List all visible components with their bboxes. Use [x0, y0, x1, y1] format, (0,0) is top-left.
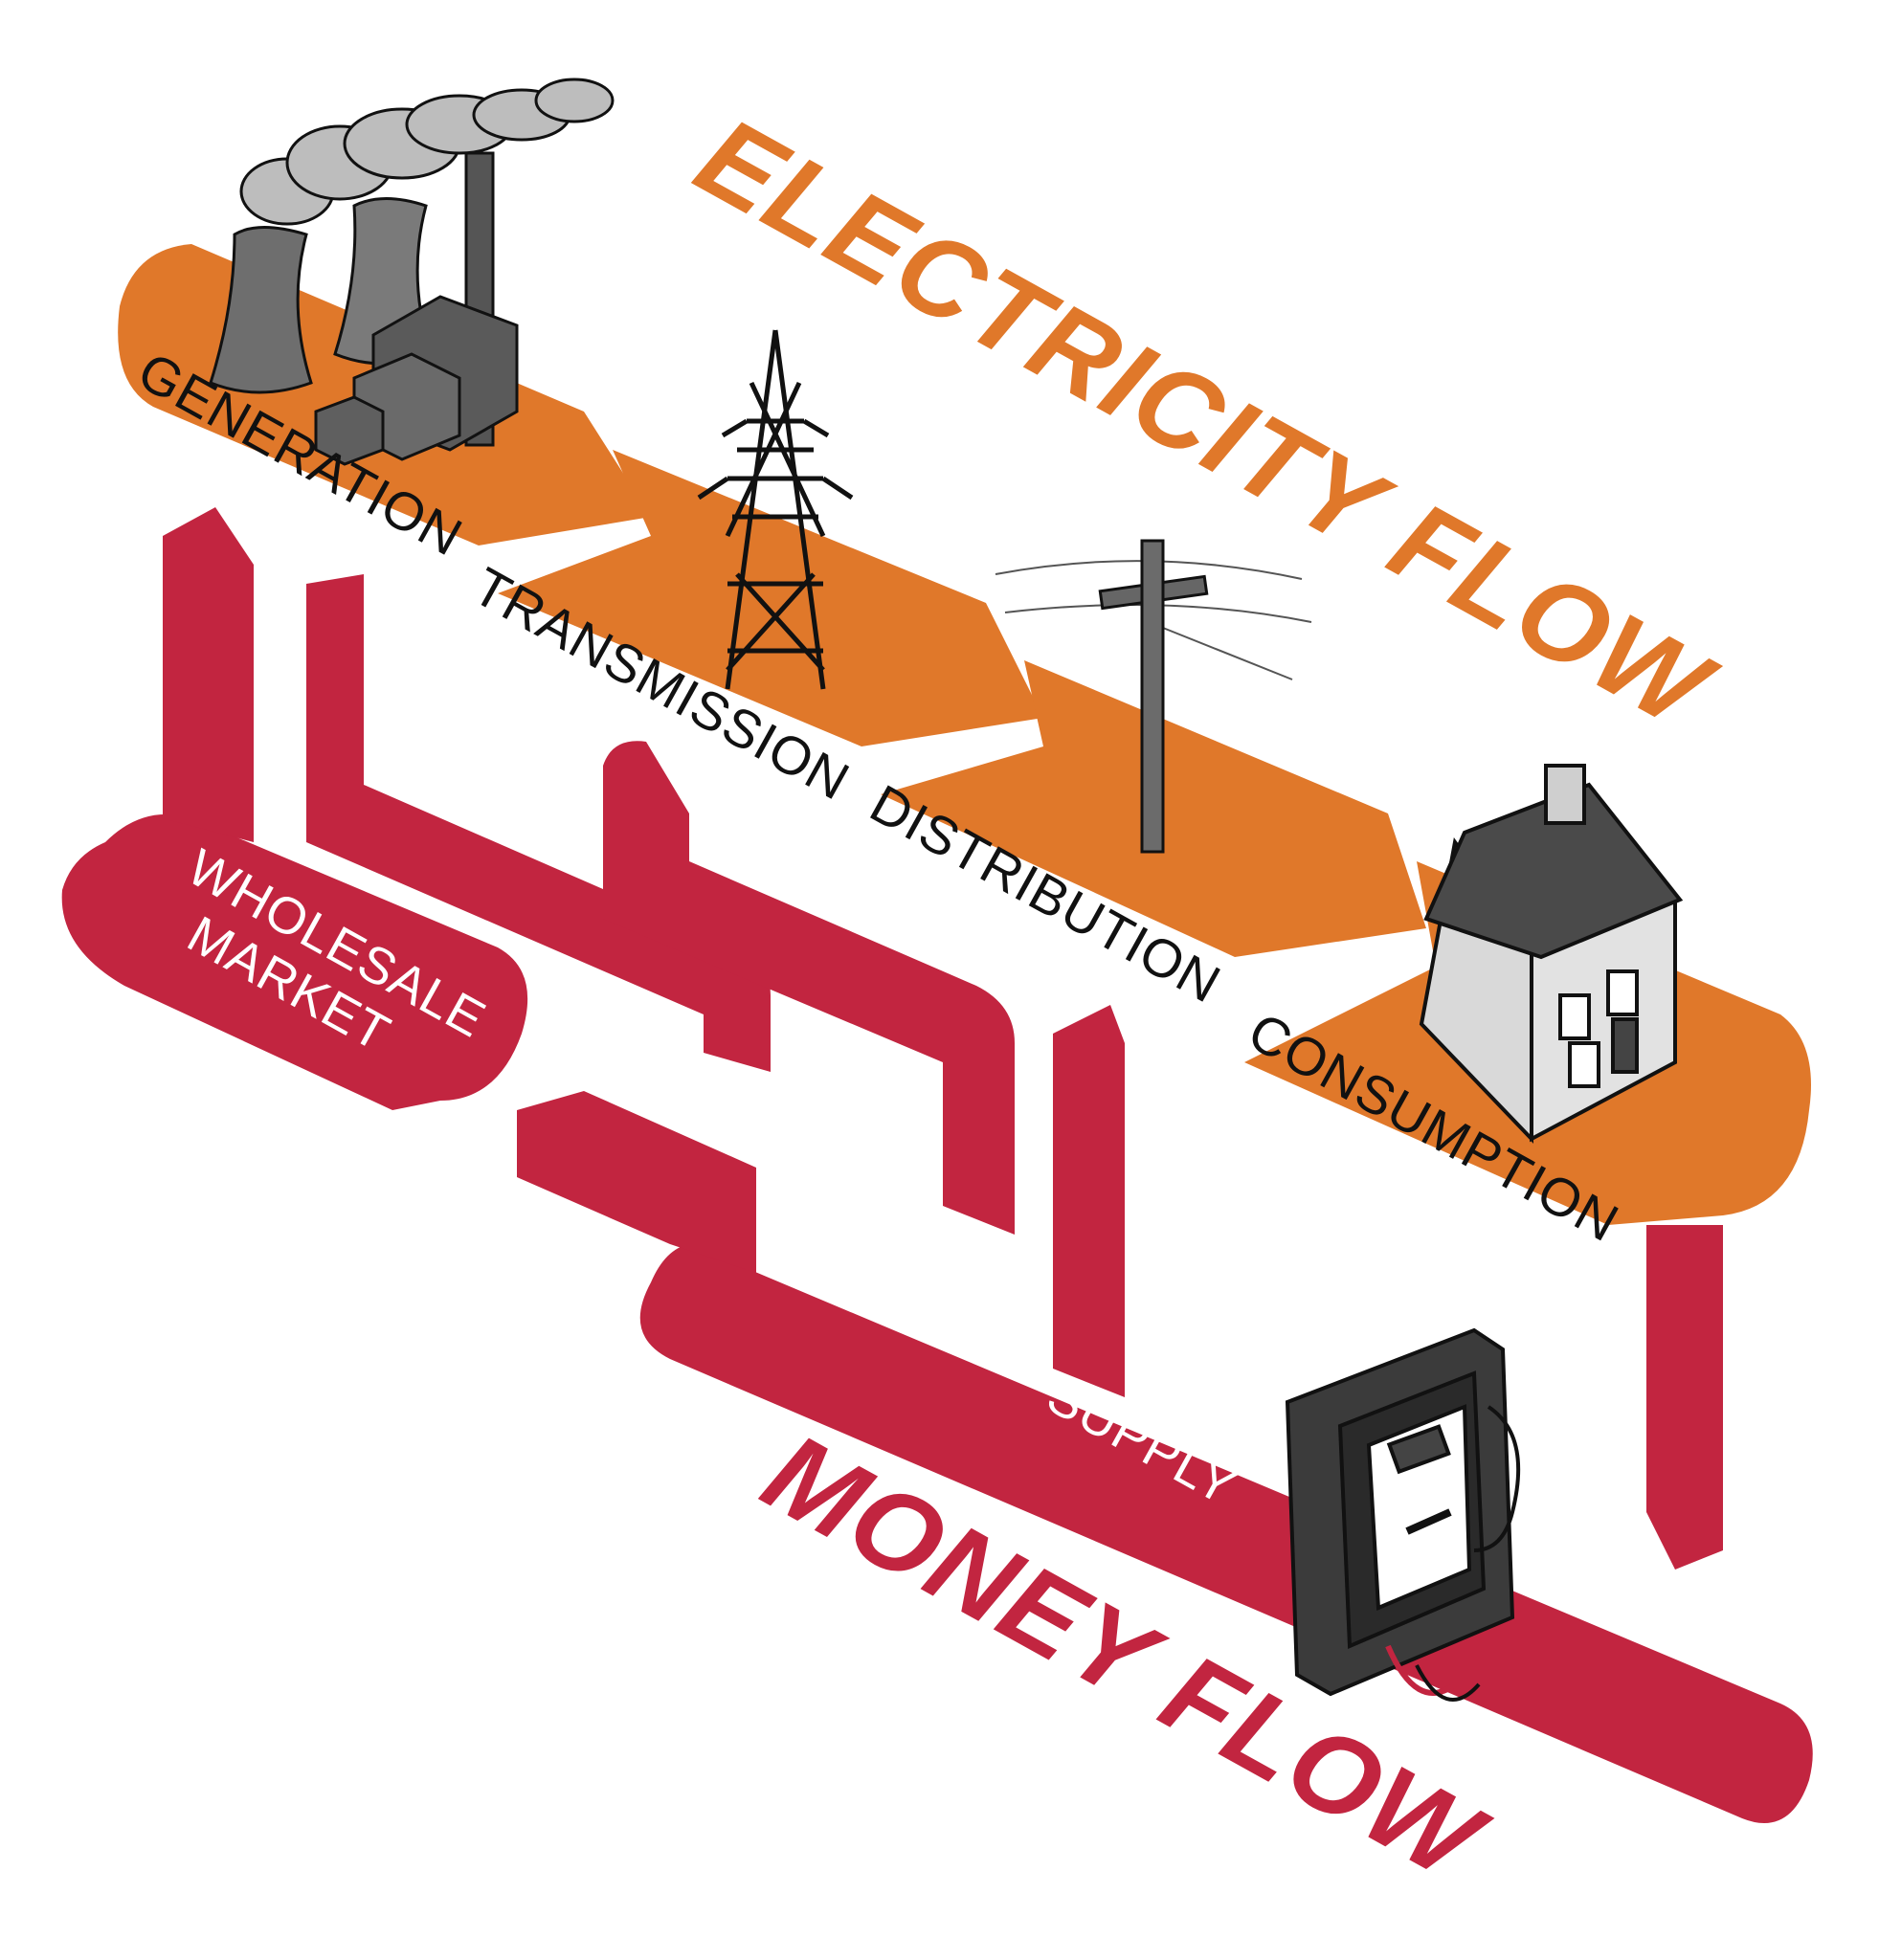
house-icon [1419, 764, 1684, 1144]
pylon-icon [697, 329, 854, 690]
money-pipe-distribution [1053, 1005, 1125, 1397]
money-main-band [639, 1244, 1813, 1823]
electricity-meter-icon [1285, 1327, 1521, 1702]
money-pipe-consumption [1646, 1225, 1723, 1570]
money-flow-band [61, 507, 1813, 1823]
power-plant-icon [209, 78, 615, 466]
money-pipe-wholesale [306, 574, 771, 1072]
electricity-segment-transmission [498, 450, 1043, 746]
money-connector [517, 1091, 756, 1273]
money-pipe-transmission [603, 741, 1015, 1235]
utility-pole-icon [995, 539, 1312, 854]
wholesale-market-blob [61, 813, 528, 1110]
money-pipe-generation [163, 507, 254, 842]
